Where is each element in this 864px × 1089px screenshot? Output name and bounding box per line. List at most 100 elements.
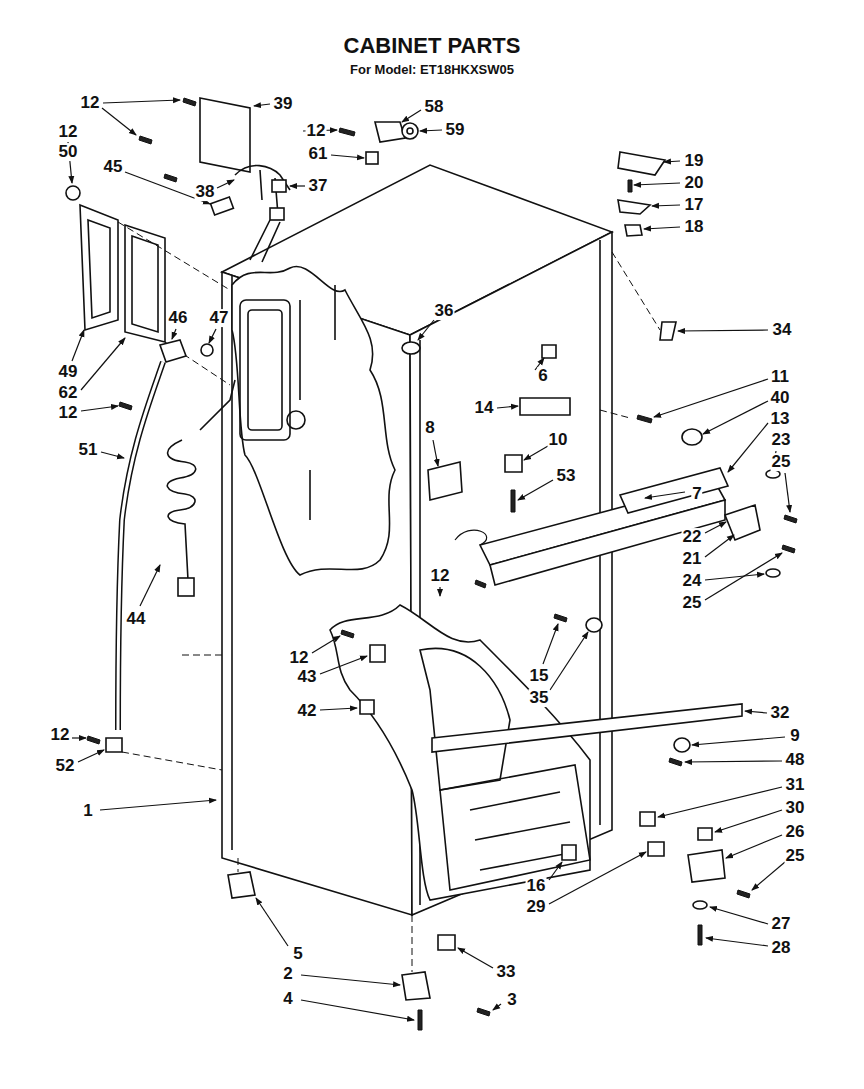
model-number: For Model: ET18HKXSW05 [350, 62, 514, 77]
washer [407, 128, 413, 134]
clip [542, 345, 556, 358]
callout-number: 40 [770, 389, 791, 407]
callout-number: 33 [496, 963, 517, 981]
callout-number: 30 [785, 799, 806, 817]
clip [360, 700, 374, 714]
interior-line [300, 285, 335, 520]
screw [737, 890, 750, 898]
hinge-cover [618, 152, 665, 175]
dash-line [600, 410, 630, 418]
callout-number: 52 [55, 757, 76, 775]
callout-number: 39 [273, 95, 294, 113]
callout-number: 42 [297, 702, 318, 720]
callout-number: 27 [771, 915, 792, 933]
callout-number: 12 [50, 726, 71, 744]
washer [693, 901, 707, 909]
callout-number: 36 [434, 302, 455, 320]
spacer [648, 842, 664, 856]
callout-number: 28 [771, 939, 792, 957]
callout-number: 31 [785, 776, 806, 794]
screw [698, 925, 702, 945]
button [402, 342, 420, 354]
cover-panel [88, 220, 110, 318]
callout-number: 48 [785, 751, 806, 769]
grommet [66, 186, 80, 200]
callout-number: 24 [682, 572, 703, 590]
dash-line [122, 655, 222, 770]
hinge-plate [428, 462, 462, 500]
roller [402, 972, 430, 1000]
block [520, 398, 570, 415]
callout-number: 61 [308, 145, 329, 163]
callout-number: 19 [684, 152, 705, 170]
hose [118, 362, 163, 730]
screw [669, 758, 682, 766]
fan-opening [240, 300, 290, 440]
callout-number: 16 [526, 877, 547, 895]
callout-number: 4 [282, 990, 293, 1008]
screw [341, 630, 354, 638]
callout-number: 12 [289, 649, 310, 667]
callout-number: 38 [195, 183, 216, 201]
screw [139, 98, 355, 182]
grommet [674, 738, 690, 752]
callout-number: 62 [58, 384, 79, 402]
washer [402, 123, 418, 139]
wire [455, 530, 487, 545]
callout-number: 3 [506, 991, 517, 1009]
callout-number: 25 [682, 594, 703, 612]
callout-number: 1 [82, 802, 93, 820]
callout-number: 25 [771, 453, 792, 471]
callout-number: 11 [770, 368, 790, 386]
cover [438, 935, 455, 950]
callout-number: 12 [58, 404, 79, 422]
callout-number: 50 [58, 143, 79, 161]
leader-lines [68, 100, 790, 1020]
callout-number: 23 [771, 431, 792, 449]
hinge [725, 505, 760, 540]
callout-number: 17 [684, 196, 705, 214]
connector [270, 208, 284, 220]
connector [272, 180, 286, 192]
callout-number: 14 [474, 399, 495, 417]
callout-number: 20 [684, 174, 705, 192]
callout-number: 13 [770, 410, 791, 428]
fitting [160, 340, 186, 362]
screw [477, 1008, 490, 1016]
hinge [688, 850, 725, 882]
callout-number: 46 [168, 309, 189, 327]
hinge [618, 200, 650, 214]
button [586, 618, 602, 632]
callout-number: 37 [308, 177, 329, 195]
diagram-title: CABINET PARTS [344, 33, 521, 59]
plug [178, 578, 194, 596]
shim [640, 812, 655, 826]
fan-opening [248, 310, 282, 430]
callout-number: 21 [682, 550, 703, 568]
bracket [200, 98, 250, 172]
bracket [505, 455, 522, 472]
cutaway [232, 266, 395, 575]
freezer-floor [440, 765, 590, 890]
callout-number: 18 [684, 218, 705, 236]
hose [118, 362, 163, 730]
callout-number: 59 [445, 121, 466, 139]
callout-number: 45 [103, 158, 124, 176]
callout-number: 43 [297, 668, 318, 686]
valve [375, 122, 405, 142]
callout-number: 44 [126, 610, 147, 628]
air-duct [420, 648, 510, 790]
screw [628, 180, 632, 192]
power-cord [200, 380, 235, 430]
clip [562, 845, 576, 860]
callout-number: 12 [80, 94, 101, 112]
screw [511, 490, 515, 512]
callout-number: 7 [691, 485, 702, 503]
washer [201, 344, 213, 356]
callout-number: 58 [424, 98, 445, 116]
callout-number: 8 [424, 419, 435, 437]
cutaway [330, 605, 590, 900]
callout-number: 12 [306, 122, 327, 140]
dash-line [238, 858, 412, 972]
